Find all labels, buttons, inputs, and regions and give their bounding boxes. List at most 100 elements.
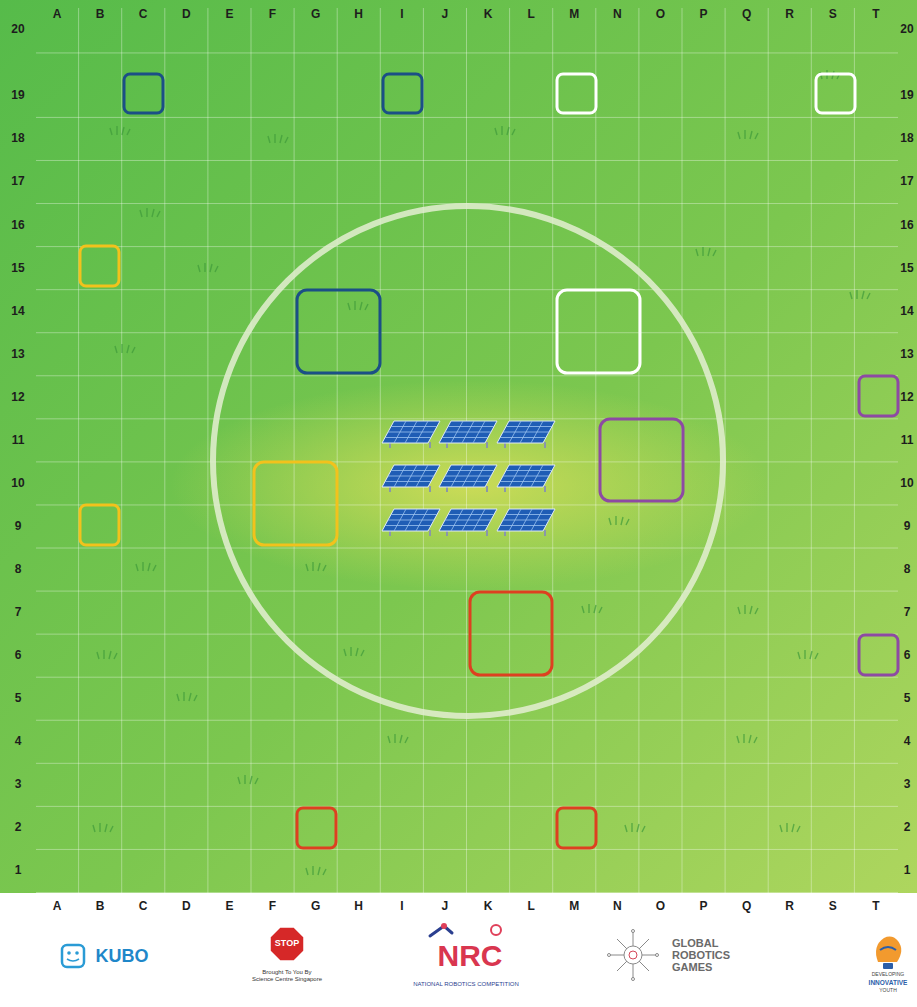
- grid-line: [854, 8, 855, 893]
- yellow-square: [254, 462, 337, 545]
- grass-tuft: [177, 692, 197, 701]
- logo-text: NATIONAL ROBOTICS COMPETITION: [413, 981, 519, 988]
- grass-tuft: [306, 562, 326, 571]
- row-number: 12: [11, 391, 24, 404]
- row-number: 15: [900, 262, 913, 275]
- blue-square: [383, 74, 422, 113]
- grid-line: [638, 8, 639, 893]
- logo-text: YOUTH: [879, 988, 897, 994]
- row-number: 3: [15, 778, 22, 791]
- row-number: 11: [12, 434, 25, 447]
- grid-line: [36, 160, 898, 161]
- row-number: 20: [11, 23, 24, 36]
- grid-line: [36, 289, 898, 290]
- logo-text: INNOVATIVE: [869, 979, 908, 986]
- logo-text: KUBO: [96, 947, 149, 967]
- column-letter: K: [484, 900, 493, 913]
- row-number: 16: [900, 219, 913, 232]
- grass-tuft: [198, 263, 218, 272]
- grid-line: [466, 8, 467, 893]
- grass-tuft: [609, 516, 629, 525]
- row-number: 17: [900, 175, 913, 188]
- grass-tuft: [495, 126, 515, 135]
- grid-line: [164, 8, 165, 893]
- column-letter: M: [569, 8, 579, 21]
- red-square: [297, 808, 336, 848]
- circuit-icon: [608, 930, 659, 981]
- grid-line: [36, 504, 898, 505]
- centre-circle: [213, 206, 723, 716]
- row-number: 2: [904, 821, 911, 834]
- zone-squares: [80, 74, 898, 848]
- column-letter: C: [139, 8, 148, 21]
- grass-tuft: [344, 647, 364, 656]
- row-number: 10: [900, 477, 913, 490]
- column-letter: N: [613, 8, 622, 21]
- column-letter: A: [53, 900, 62, 913]
- grid-line: [251, 8, 252, 893]
- column-letter: G: [311, 900, 320, 913]
- nrc-icon: [430, 923, 501, 936]
- row-number: 15: [11, 262, 24, 275]
- column-letter: P: [699, 900, 707, 913]
- column-letter: C: [139, 900, 148, 913]
- logo-text: Brought To You By Science Centre Singapo…: [251, 969, 323, 982]
- blue-square: [124, 74, 163, 113]
- grid-line: [36, 763, 898, 764]
- grid-line: [595, 8, 596, 893]
- column-letter: G: [311, 8, 320, 21]
- column-letter: N: [613, 900, 622, 913]
- column-letter: E: [225, 8, 233, 21]
- grass-tuft: [850, 290, 870, 299]
- row-number: 6: [15, 649, 22, 662]
- grid-line: [294, 8, 295, 893]
- red-square: [557, 808, 596, 848]
- grass-tuft: [737, 734, 757, 743]
- column-letter: I: [400, 8, 403, 21]
- grass-tuft: [388, 734, 408, 743]
- row-number: 5: [904, 692, 911, 705]
- column-letter: R: [785, 900, 794, 913]
- purple-square: [859, 635, 898, 675]
- column-letter: F: [269, 900, 276, 913]
- grid-line: [36, 892, 898, 893]
- row-number: 13: [11, 348, 24, 361]
- grass-tufts: [93, 70, 870, 875]
- grass-tuft: [625, 823, 645, 832]
- solar-panel: [439, 421, 497, 448]
- blue-square: [297, 290, 380, 373]
- row-number: 10: [11, 477, 24, 490]
- grid-line: [121, 8, 122, 893]
- grass-tuft: [306, 866, 326, 875]
- field-glow: [170, 380, 770, 590]
- grid-line: [423, 8, 424, 893]
- row-number: 9: [15, 520, 22, 533]
- solar-panel: [382, 465, 440, 492]
- grid-line: [509, 8, 510, 893]
- row-number: 13: [900, 348, 913, 361]
- grid-line: [36, 332, 898, 333]
- grass-tuft: [798, 650, 818, 659]
- column-letter: K: [484, 8, 493, 21]
- field: [0, 0, 917, 893]
- grass-tuft: [115, 344, 135, 353]
- solar-panel: [497, 509, 555, 536]
- row-number: 20: [900, 23, 913, 36]
- column-letter: Q: [742, 8, 751, 21]
- grid-line: [36, 117, 898, 118]
- grid-line: [380, 8, 381, 893]
- row-number: 19: [11, 89, 24, 102]
- column-letter: J: [442, 900, 449, 913]
- solar-panel: [497, 465, 555, 492]
- grid-line: [36, 548, 898, 549]
- row-number: 18: [900, 132, 913, 145]
- grass-tuft: [780, 823, 800, 832]
- grid-line: [768, 8, 769, 893]
- grid-line: [36, 52, 898, 53]
- row-number: 6: [904, 649, 911, 662]
- logo-text: STOP: [275, 939, 299, 949]
- white-square: [557, 74, 596, 113]
- logo-text: GLOBAL ROBOTICS GAMES: [672, 937, 736, 973]
- row-number: 17: [11, 175, 24, 188]
- row-number: 8: [15, 563, 22, 576]
